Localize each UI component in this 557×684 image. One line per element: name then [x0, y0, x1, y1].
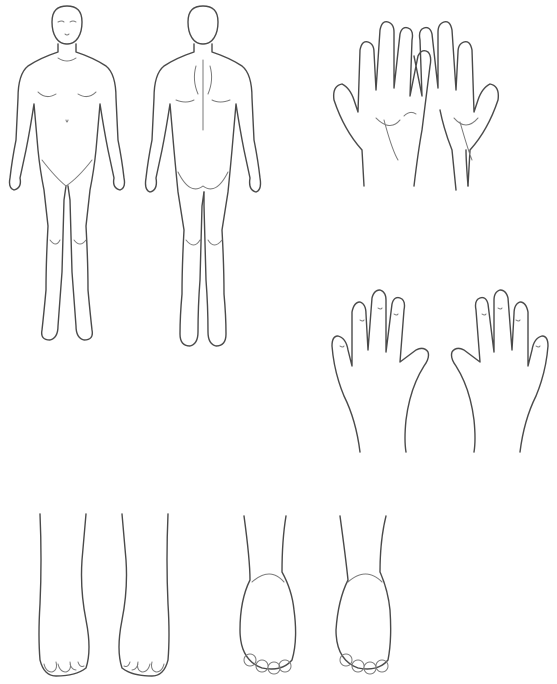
foot-sole-right [336, 516, 391, 674]
palm-left [334, 22, 431, 186]
foot-sole-left [240, 516, 296, 674]
body-front-figure [10, 6, 125, 340]
foot-top-right [119, 514, 169, 676]
hand-back-left [332, 290, 429, 452]
hand-back-right [452, 290, 549, 452]
body-back-figure [146, 6, 261, 346]
foot-top-left [39, 514, 89, 676]
palm-right [414, 22, 498, 190]
